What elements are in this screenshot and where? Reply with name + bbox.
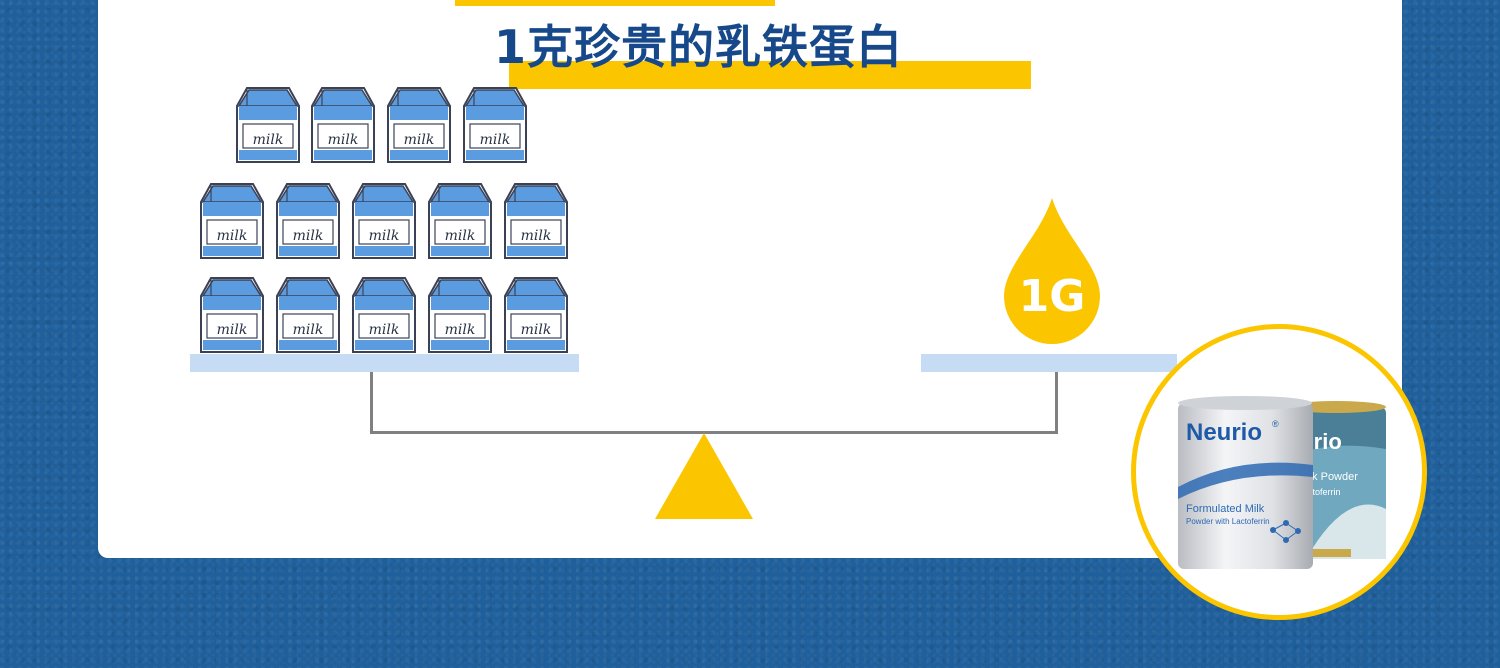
milk-carton-label: milk	[368, 228, 400, 244]
right-scale-plate	[921, 354, 1177, 372]
milk-carton: milk	[233, 82, 303, 166]
milk-carton-label: milk	[252, 132, 284, 148]
milk-carton-label: milk	[479, 132, 511, 148]
milk-carton-label: milk	[444, 228, 476, 244]
product-image: eurio Milk Powder Lactoferrin	[1131, 324, 1427, 620]
milk-carton: milk	[501, 272, 571, 356]
milk-carton-label: milk	[444, 322, 476, 338]
weight-label: 1G	[1018, 271, 1086, 322]
page-title: 1克珍贵的乳铁蛋白	[494, 20, 904, 74]
milk-carton-label: milk	[216, 322, 248, 338]
milk-carton: milk	[308, 82, 378, 166]
milk-carton: milk	[349, 272, 419, 356]
milk-carton: milk	[197, 272, 267, 356]
milk-carton-label: milk	[292, 322, 324, 338]
milk-carton: milk	[197, 178, 267, 262]
milk-carton: milk	[349, 178, 419, 262]
milk-carton: milk	[460, 82, 530, 166]
front-can-brand: Neurio	[1186, 419, 1263, 446]
registered-mark: ®	[1272, 419, 1279, 429]
milk-carton: milk	[273, 178, 343, 262]
beam-left-post	[370, 372, 373, 434]
milk-carton-label: milk	[327, 132, 359, 148]
milk-carton: milk	[425, 272, 495, 356]
milk-carton-label: milk	[403, 132, 435, 148]
milk-carton: milk	[501, 178, 571, 262]
fulcrum-triangle	[655, 433, 753, 519]
title-highlight	[509, 61, 1031, 89]
front-can-line1: Formulated Milk	[1186, 503, 1265, 515]
milk-carton: milk	[425, 178, 495, 262]
front-can: Neurio ® Formulated Milk Powder with Lac…	[1178, 395, 1313, 573]
milk-carton: milk	[273, 272, 343, 356]
beam-crossbar	[370, 431, 1058, 434]
drop-icon	[1004, 198, 1100, 344]
front-can-line2: Powder with Lactoferrin	[1186, 517, 1270, 526]
milk-carton-label: milk	[292, 228, 324, 244]
milk-carton-label: milk	[216, 228, 248, 244]
milk-carton-label: milk	[520, 228, 552, 244]
left-scale-plate	[190, 354, 579, 372]
title-block: 1克珍贵的乳铁蛋白	[494, 18, 1034, 89]
milk-carton-label: milk	[368, 322, 400, 338]
top-highlight-strip	[455, 0, 775, 6]
milk-carton: milk	[384, 82, 454, 166]
back-can-line2: Lactoferrin	[1298, 487, 1341, 497]
milk-carton-label: milk	[520, 322, 552, 338]
beam-right-post	[1055, 372, 1058, 434]
